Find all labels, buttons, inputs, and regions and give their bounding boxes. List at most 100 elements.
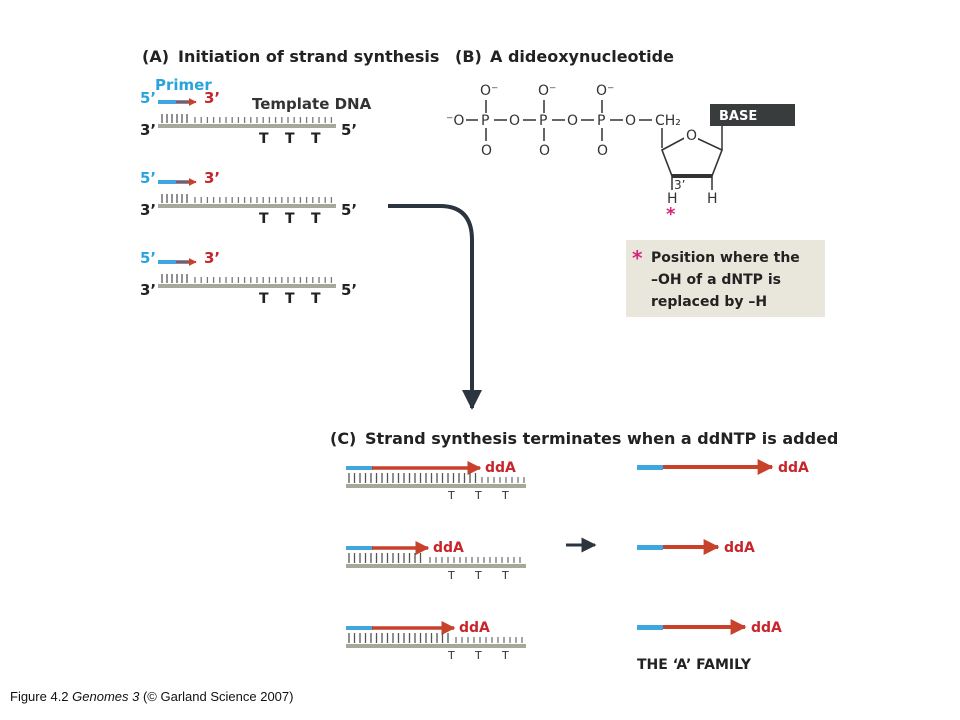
ch2-group: CH₂ — [655, 113, 681, 129]
template-3prime-label: 3’ — [140, 201, 156, 219]
product-fragment-3: ddA — [637, 619, 782, 636]
product-primer-bar — [637, 545, 663, 550]
hydrogen-3prime: H — [667, 191, 678, 207]
product-dda-label: ddA — [778, 460, 809, 476]
bridge-oxygen-2: O — [567, 113, 578, 129]
template-base-t: T — [447, 569, 455, 582]
primer-bar — [158, 180, 192, 184]
template-strand — [346, 484, 526, 488]
product-dda-label: ddA — [724, 540, 755, 556]
phosphate-3-double-o: O — [597, 143, 608, 159]
caption-book-title: Genomes 3 — [72, 689, 140, 704]
c3-position-label: 3’ — [674, 178, 685, 192]
template-strand — [346, 644, 526, 648]
base-label: BASE — [719, 109, 757, 124]
template-base-t: T — [259, 291, 269, 307]
template-base-t: T — [501, 489, 509, 502]
template-base-t: T — [311, 291, 321, 307]
a-family-label: THE ‘A’ FAMILY — [637, 657, 752, 673]
bridge-oxygen-1: O — [509, 113, 520, 129]
caption-prefix: Figure 4.2 — [10, 689, 73, 704]
panel-a-title: Initiation of strand synthesis — [178, 47, 439, 66]
phosphate-3-o-minus: O⁻ — [596, 83, 614, 99]
template-base-t: T — [474, 489, 482, 502]
phosphate-1-o-minus: O⁻ — [480, 83, 498, 99]
asterisk-marker: * — [666, 204, 676, 225]
asterisk-key-box: * Position where the –OH of a dNTP is re… — [626, 240, 825, 317]
phosphorus-3: P — [597, 113, 605, 129]
template-base-t: T — [285, 211, 295, 227]
panel-a-letter: (A) — [142, 47, 169, 66]
primer-3prime-label: 3’ — [204, 249, 220, 267]
panel-c-letter: (C) — [330, 429, 356, 448]
dda-label: ddA — [433, 540, 464, 556]
panel-b-title: A dideoxynucleotide — [490, 47, 674, 66]
product-primer-bar — [637, 465, 663, 470]
flow-arrow-icon — [388, 204, 482, 410]
primer-5prime-label: 5’ — [140, 169, 156, 187]
terminal-o-minus: ⁻O — [446, 113, 464, 129]
template-5prime-label: 5’ — [341, 121, 357, 139]
key-text-line-1: Position where the — [651, 250, 800, 266]
template-base-t: T — [474, 569, 482, 582]
ring-oxygen: O — [686, 128, 697, 144]
template-base-t: T — [311, 131, 321, 147]
panel-c-title: Strand synthesis terminates when a ddNTP… — [365, 429, 838, 448]
primer-label: Primer — [155, 76, 212, 94]
phosphate-2-o-minus: O⁻ — [538, 83, 556, 99]
template-5prime-label: 5’ — [341, 201, 357, 219]
key-text-line-2: –OH of a dNTP is — [651, 272, 781, 288]
dda-label: ddA — [485, 460, 516, 476]
phosphate-1-double-o: O — [481, 143, 492, 159]
panel-b-letter: (B) — [455, 47, 482, 66]
template-3prime-label: 3’ — [140, 121, 156, 139]
template-base-t: T — [474, 649, 482, 662]
template-base-t: T — [447, 489, 455, 502]
primer-3prime-label: 3’ — [204, 89, 220, 107]
primer-bar — [346, 546, 373, 550]
template-base-t: T — [285, 131, 295, 147]
template-base-t: T — [259, 211, 269, 227]
primer-bar — [346, 626, 373, 630]
phosphate-2-double-o: O — [539, 143, 550, 159]
bridge-oxygen-3: O — [625, 113, 636, 129]
template-base-t: T — [501, 569, 509, 582]
primer-3prime-label: 3’ — [204, 169, 220, 187]
template-dna-label: Template DNA — [252, 95, 372, 113]
key-asterisk: * — [632, 246, 643, 270]
template-strand — [158, 124, 336, 128]
product-fragment-2: ddA — [637, 539, 755, 556]
template-5prime-label: 5’ — [341, 281, 357, 299]
panel-c-strand-2: ddA T T T — [346, 540, 526, 582]
template-3prime-label: 3’ — [140, 281, 156, 299]
caption-suffix: (© Garland Science 2007) — [139, 689, 294, 704]
product-primer-bar — [637, 625, 663, 630]
dideoxynucleotide-structure: O⁻ O⁻ O⁻ ⁻O P O P O P O CH₂ O — [446, 83, 795, 225]
template-strand — [158, 204, 336, 208]
primer-bar — [158, 260, 192, 264]
panel-c-products: ddA ddA ddA — [637, 459, 809, 636]
primer-5prime-label: 5’ — [140, 249, 156, 267]
primer-bar — [158, 100, 192, 104]
product-fragment-1: ddA — [637, 459, 809, 476]
hydrogen-2prime: H — [707, 191, 718, 207]
panel-c: (C) Strand synthesis terminates when a d… — [330, 429, 838, 673]
phosphorus-2: P — [539, 113, 547, 129]
template-base-t: T — [285, 291, 295, 307]
template-base-t: T — [447, 649, 455, 662]
base-box — [710, 104, 795, 126]
product-dda-label: ddA — [751, 620, 782, 636]
dda-label: ddA — [459, 620, 490, 636]
panel-b: (B) A dideoxynucleotide O⁻ O⁻ O⁻ ⁻O P O … — [446, 47, 825, 317]
primer-5prime-label: 5’ — [140, 89, 156, 107]
template-base-t: T — [311, 211, 321, 227]
primer-bar — [346, 466, 373, 470]
template-strand — [346, 564, 526, 568]
